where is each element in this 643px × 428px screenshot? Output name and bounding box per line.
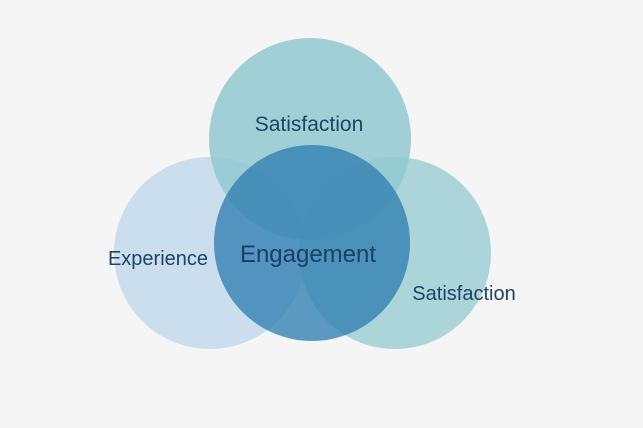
circle-engagement [214, 145, 410, 341]
label-experience: Experience [108, 248, 208, 270]
label-engagement: Engagement [240, 241, 376, 268]
label-satisfaction-right: Satisfaction [412, 283, 515, 305]
label-satisfaction-top: Satisfaction [255, 113, 364, 136]
